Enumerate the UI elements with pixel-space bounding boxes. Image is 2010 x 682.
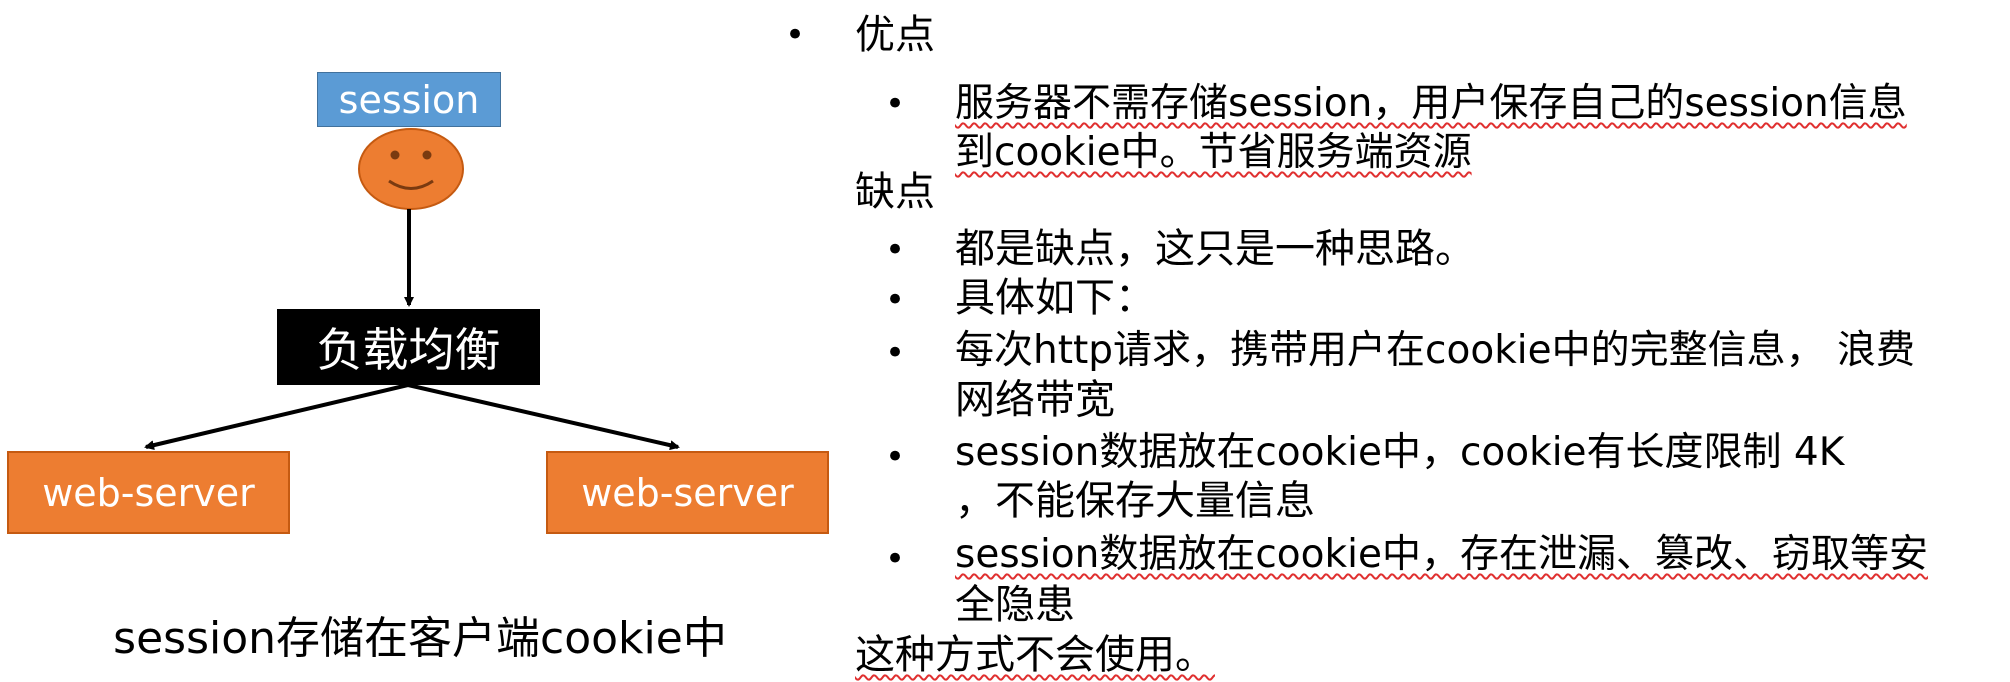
arrow-balancer-to-right-server [407,383,680,451]
web-server-left-box: web-server [7,451,290,534]
bullet-icon: • [885,280,906,320]
cons-heading: 缺点 [855,169,935,215]
conclusion-text: 这种方式不会使用。 [855,632,1215,678]
web-server-right-box: web-server [546,451,829,534]
cons-item-5-line-2: 全隐患 [955,582,1075,628]
web-server-right-label: web-server [581,470,794,515]
web-server-left-label: web-server [42,470,255,515]
pros-item-line-2: 到cookie中。节省服务端资源 [955,130,1472,175]
bullet-icon: • [885,437,906,477]
pros-heading: 优点 [855,12,935,58]
cons-item-5-line-1: session数据放在cookie中，存在泄漏、篡改、窃取等安 [955,532,1928,577]
session-label-box: session [317,72,501,127]
cons-item-1: 都是缺点，这只是一种思路。 [955,226,1475,272]
architecture-diagram [144,128,680,451]
cons-item-4-line-1: session数据放在cookie中，cookie有长度限制 4K [955,430,1845,475]
bullet-icon: • [885,84,906,124]
cons-item-2: 具体如下： [955,275,1155,321]
cons-item-3-line-2: 网络带宽 [955,377,1115,423]
bullet-icon: • [885,333,906,373]
bullet-icon: • [885,539,906,579]
cons-item-4-line-2: ，不能保存大量信息 [955,478,1315,524]
diagram-caption: session存储在客户端cookie中 [113,613,727,664]
cons-item-3-line-1: 每次http请求，携带用户在cookie中的完整信息， 浪费 [955,328,1916,373]
session-label: session [338,77,480,122]
load-balancer-label: 负载均衡 [316,323,501,377]
load-balancer-box: 负载均衡 [277,309,540,385]
bullet-icon: • [785,15,806,55]
bullet-icon: • [885,230,906,270]
user-face-icon [358,128,464,210]
pros-item-line-1: 服务器不需存储session，用户保存自己的session信息 [955,81,1907,126]
arrow-balancer-to-left-server [144,383,409,451]
